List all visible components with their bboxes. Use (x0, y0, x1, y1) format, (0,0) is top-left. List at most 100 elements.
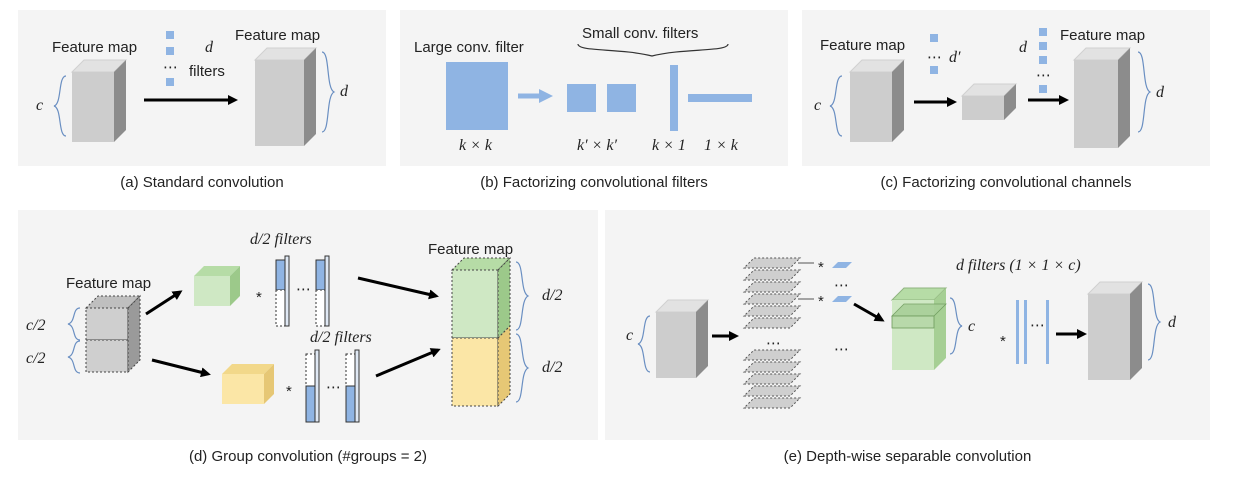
split-arrow-top (145, 290, 183, 316)
c2-top-label: c/2 (26, 317, 46, 334)
filter-dots: ⋯ (1036, 67, 1051, 84)
small-filter-square (607, 84, 636, 112)
channel-slice-stack-top (742, 257, 802, 329)
small-filter-square (567, 84, 596, 112)
c-label: c (814, 97, 821, 114)
c2-bottom-brace (67, 340, 81, 374)
filter-square (1039, 42, 1047, 50)
depthwise-arrow (853, 302, 885, 322)
caption-b: (b) Factorizing convolutional filters (480, 174, 708, 191)
pointwise-filter (1046, 300, 1049, 364)
output-feature-map-label: Feature map (428, 241, 513, 258)
d-label: d (1156, 84, 1165, 101)
filters-label: filters (189, 63, 225, 80)
dprime-label: d′ (949, 49, 961, 66)
filters-bottom-label: d/2 filters (310, 329, 372, 346)
filter-dots: ⋯ (163, 59, 178, 76)
filter-dots: ⋯ (834, 341, 849, 358)
channel-slice-stack-bottom (742, 349, 802, 409)
slice-dots: ⋯ (766, 335, 781, 352)
group-2-filter (305, 349, 320, 423)
filter-square (166, 78, 174, 86)
split-arrow-bottom (151, 358, 211, 378)
input-feature-map-label: Feature map (52, 39, 137, 56)
panel-d: Feature map c/2 c/2 * d/2 filters ⋯ (26, 231, 562, 423)
c-mid-brace (949, 297, 963, 355)
filter-square (1039, 56, 1047, 64)
d2-bottom-brace (515, 333, 530, 403)
filter-square (1039, 85, 1047, 93)
filter-square (166, 31, 174, 39)
merge-arrow-top (357, 276, 439, 300)
output-feature-map-cube (253, 47, 318, 146)
group-1-filter (275, 255, 290, 327)
panel-a: Feature map c ⋯ d filters Feature map d (36, 27, 349, 146)
input-feature-map-label: Feature map (820, 37, 905, 54)
filter-square (1039, 28, 1047, 36)
d2-top-label: d/2 (542, 287, 562, 304)
horizontal-filter (688, 94, 752, 102)
d-label: d (340, 83, 349, 100)
c-brace (637, 315, 651, 373)
filter-square (930, 34, 938, 42)
large-filter-label: Large conv. filter (414, 39, 524, 56)
c-brace (53, 75, 67, 137)
large-filter-square (446, 62, 508, 130)
conv-star: * (256, 289, 262, 306)
filter-dots: ⋯ (1030, 317, 1045, 334)
input-feature-map-label: Feature map (66, 275, 151, 292)
conv-star: * (1000, 333, 1006, 350)
output-feature-map-label: Feature map (1060, 27, 1145, 44)
filter-dots: ⋯ (326, 379, 341, 396)
depthwise-filter (832, 262, 852, 268)
group-2-cube (222, 364, 274, 404)
filter-dots: ⋯ (834, 277, 849, 294)
depthwise-filter (832, 296, 852, 302)
group-2-filter (345, 349, 360, 423)
output-feature-map-cube (1086, 281, 1144, 380)
output-feature-map-cube (1072, 47, 1132, 148)
conv-star: * (286, 383, 292, 400)
panel-e: c ⋯ * ⋯ * ⋯ (626, 257, 1177, 409)
c-left-label: c (626, 327, 633, 344)
merge-arrow-bottom (375, 348, 441, 378)
c-mid-label: c (968, 318, 975, 335)
output-feature-map-label: Feature map (235, 27, 320, 44)
reduced-feature-map-cube (960, 83, 1018, 120)
pointwise-filters-label: d filters (1 × 1 × c) (956, 257, 1081, 274)
d-filters-count: d (1019, 39, 1028, 56)
caption-e: (e) Depth-wise separable convolution (783, 448, 1032, 465)
small-filters-label: Small conv. filters (582, 25, 698, 42)
caption-a: (a) Standard convolution (120, 174, 284, 191)
input-feature-map-cube (70, 59, 128, 142)
input-grouped-cube (84, 294, 142, 374)
vertical-filter (670, 65, 678, 131)
group-1-cube (194, 266, 240, 306)
d-brace (1147, 283, 1162, 361)
d-brace (321, 51, 336, 133)
k1-label: k × 1 (652, 137, 686, 154)
small-filters-brace (577, 43, 729, 57)
pointwise-filter (1024, 300, 1027, 364)
filter-square (930, 66, 938, 74)
filters-top-label: d/2 filters (250, 231, 312, 248)
d2-bottom-label: d/2 (542, 359, 562, 376)
input-feature-map-cube (848, 59, 906, 142)
panel-c: Feature map c ⋯ d′ ⋯ d Feature map (814, 27, 1165, 148)
caption-d: (d) Group convolution (#groups = 2) (188, 448, 428, 465)
c2-bottom-label: c/2 (26, 350, 46, 367)
1k-label: 1 × k (704, 137, 739, 154)
d2-top-brace (515, 261, 530, 331)
c-label: c (36, 97, 43, 114)
conv-star: * (818, 259, 824, 276)
group-1-filter (315, 255, 330, 327)
d-right-label: d (1168, 314, 1177, 331)
output-grouped-cube (450, 256, 512, 408)
kprime-label: k′ × k′ (577, 137, 618, 154)
conv-star: * (818, 293, 824, 310)
filter-dots: ⋯ (296, 281, 311, 298)
input-feature-map-cube (654, 299, 710, 378)
c2-top-brace (67, 307, 81, 341)
panel-b: Large conv. filter k × k Small conv. fil… (414, 25, 752, 154)
